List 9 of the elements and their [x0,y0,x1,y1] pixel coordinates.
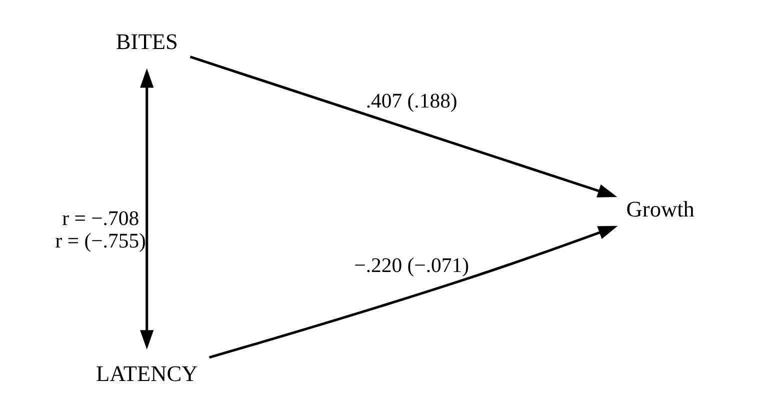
node-text: Growth [626,196,694,222]
edge-label: r = −.708 r = (−.755) [55,208,146,252]
arrow [140,68,154,350]
node-text: BITES [116,29,178,54]
edge-label: −.220 (−.071) [354,254,470,277]
node-text: LATENCY [96,360,198,386]
arrow [190,56,618,198]
arrow [208,226,618,359]
edge-label: .407 (.188) [366,90,458,113]
